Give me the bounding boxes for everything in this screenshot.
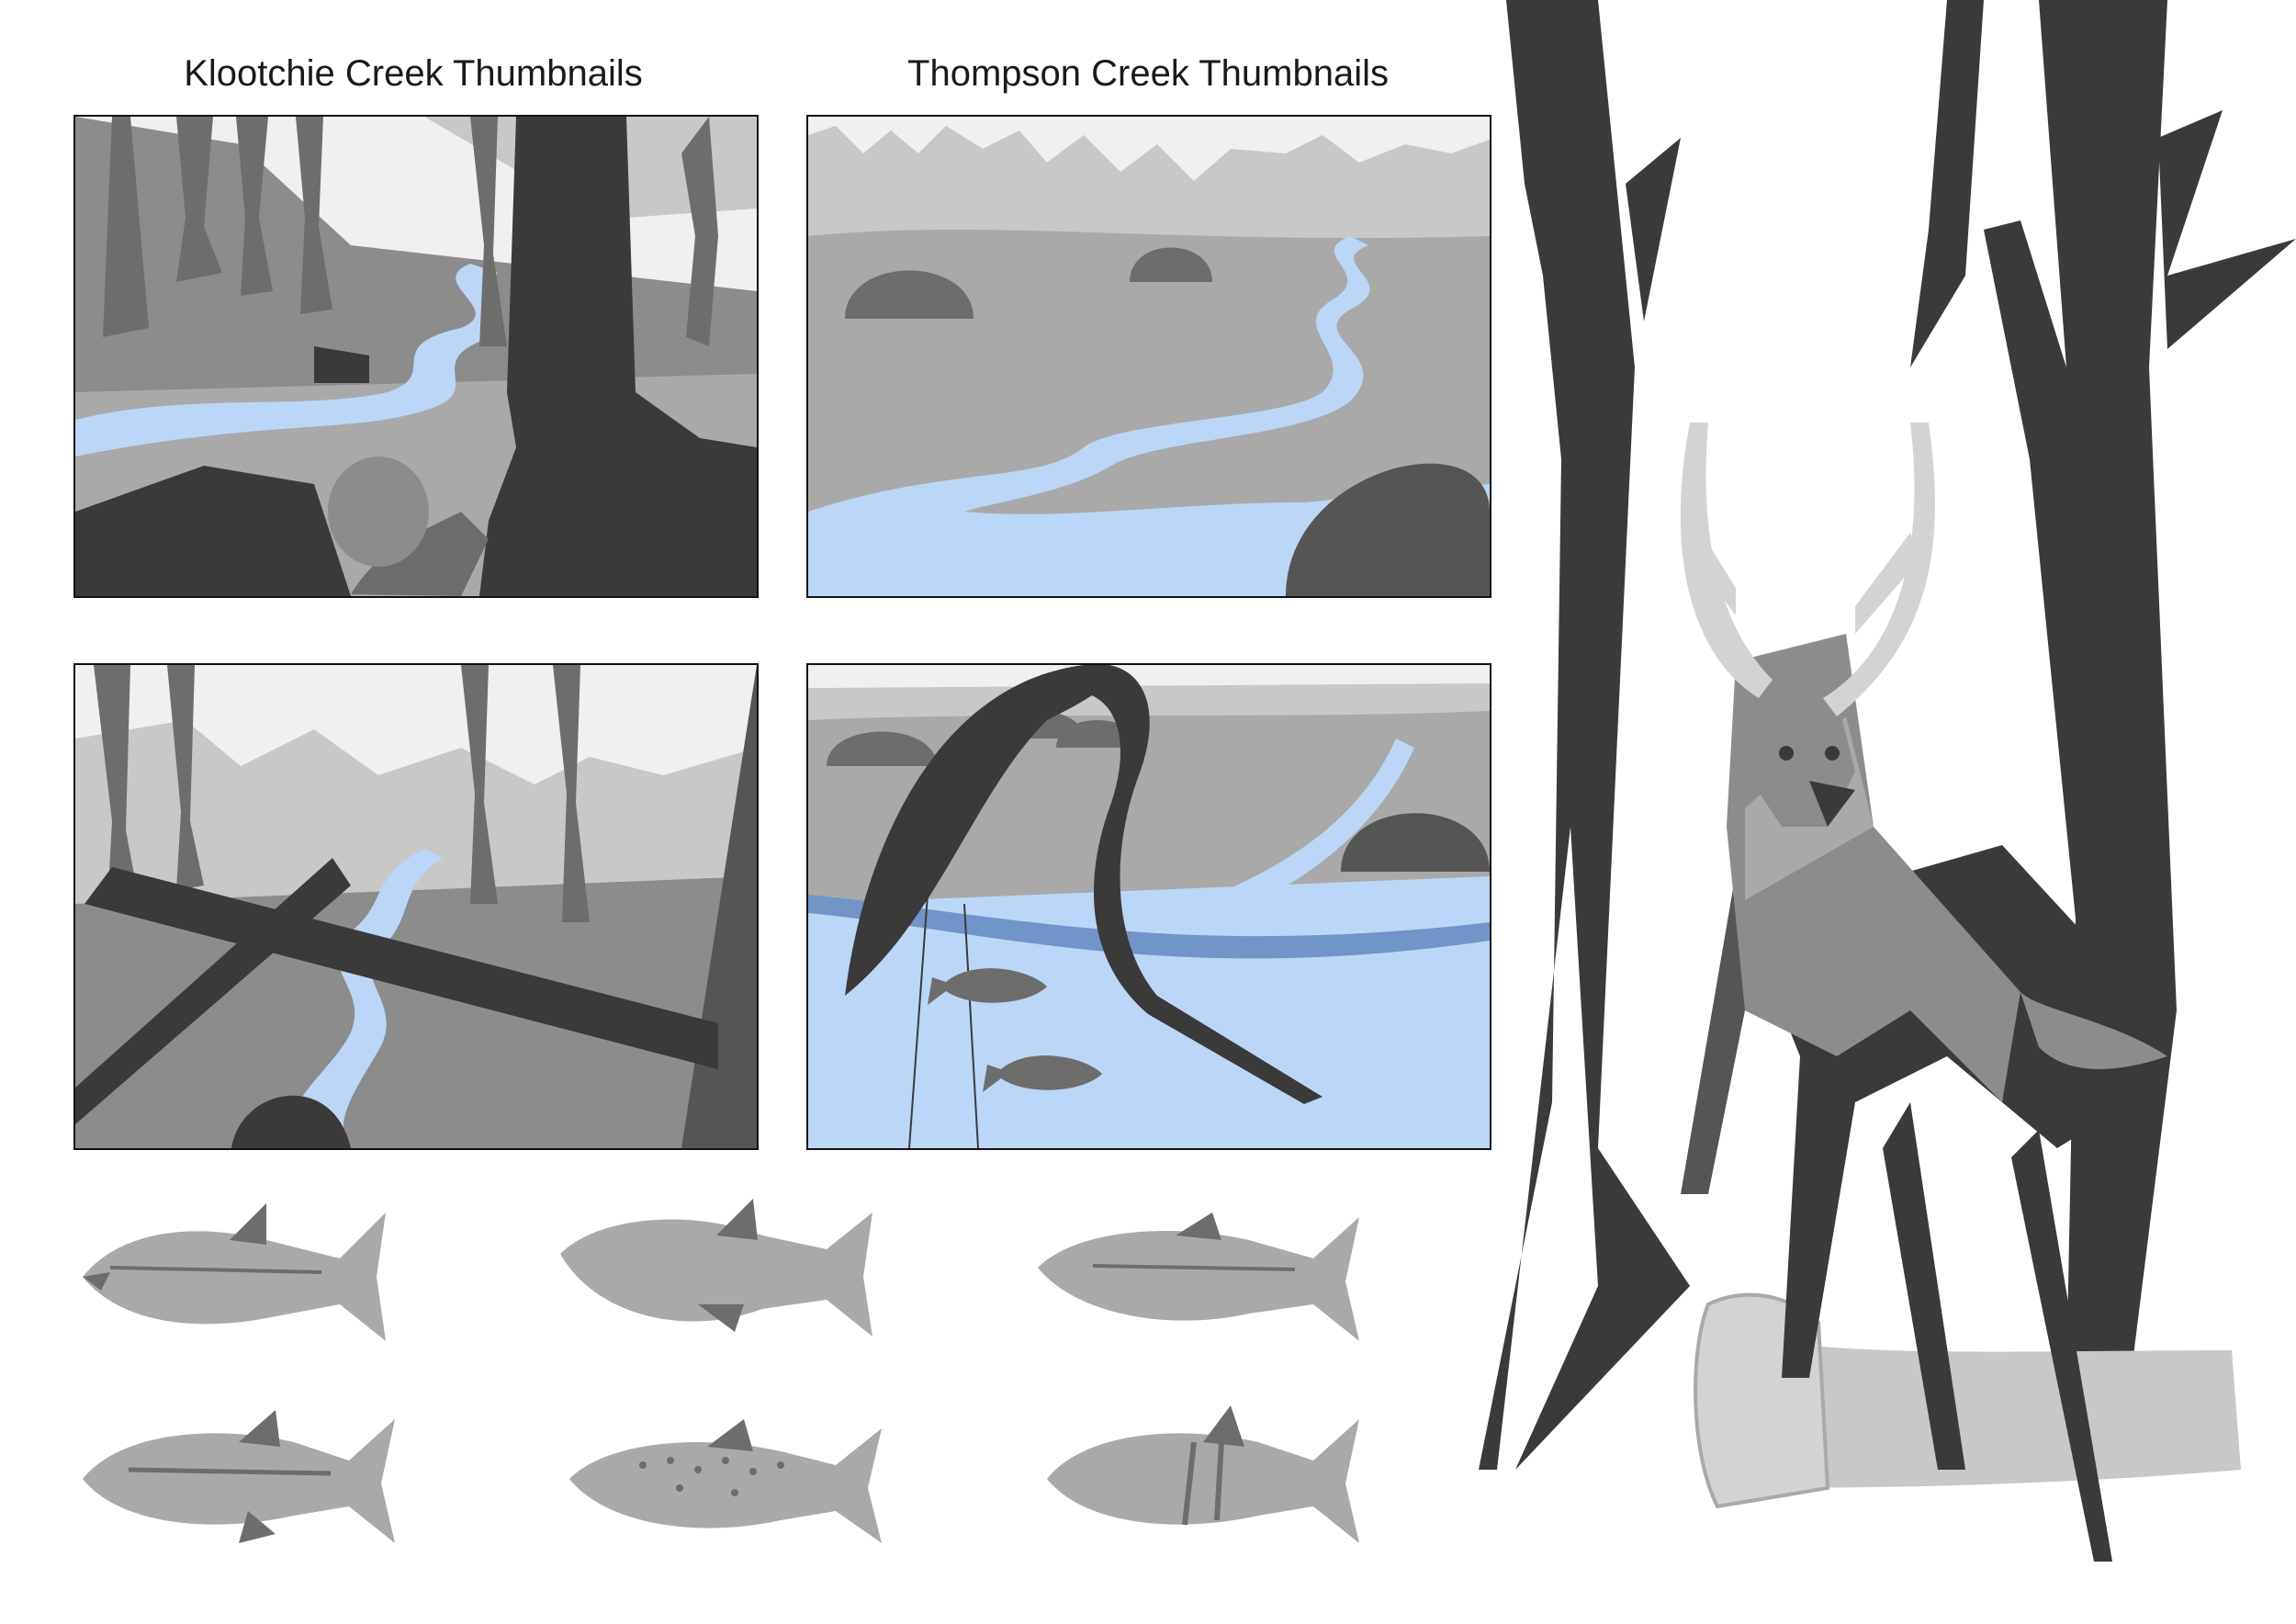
fish-5 (569, 1419, 882, 1543)
fish-3 (1038, 1212, 1359, 1341)
fish-1 (83, 1203, 386, 1341)
thompson-thumbnail-2 (806, 663, 1491, 1150)
fish-4 (83, 1410, 395, 1543)
klootchie-thumbnail-2 (73, 663, 759, 1150)
thompson-thumbnail-2-art (808, 665, 1490, 1148)
klootchie-thumbnail-1-art (75, 117, 757, 596)
fish-6 (1047, 1405, 1359, 1543)
klootchie-thumbnail-2-art (75, 665, 757, 1148)
elk-icon (1479, 0, 2296, 1562)
elk-illustration (1479, 0, 2296, 1562)
fish-sheet (83, 1199, 1359, 1543)
thompson-thumbnail-1 (806, 115, 1491, 598)
fish-2 (560, 1199, 872, 1336)
klootchie-heading: Klootchie Creek Thumbnails (184, 53, 643, 94)
thompson-thumbnail-1-art (808, 117, 1490, 596)
thompson-heading: Thompson Creek Thumbnails (907, 53, 1389, 94)
klootchie-thumbnail-1 (73, 115, 759, 598)
